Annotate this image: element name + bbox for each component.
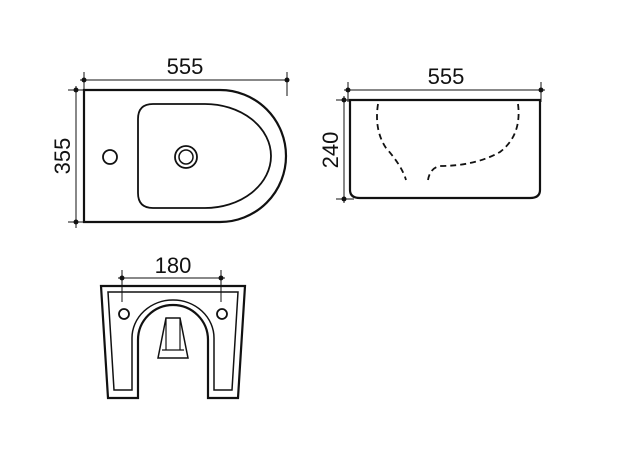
top-view-width-dimension	[80, 72, 290, 96]
back-view-fixing-dimension	[118, 270, 225, 302]
side-view-width-dimension	[344, 82, 545, 102]
top-view: 555 355	[50, 54, 290, 228]
top-view-bowl	[137, 103, 272, 209]
fixing-hole-left	[118, 308, 130, 320]
side-view: 555 240	[318, 64, 545, 203]
back-view-inner-outline	[107, 291, 239, 391]
side-view-hidden-bowl-right	[427, 103, 520, 181]
back-view-outline	[99, 284, 247, 400]
back-view-fixing-label: 180	[155, 253, 192, 278]
side-view-height-dimension	[336, 96, 354, 203]
tap-hole	[102, 149, 118, 165]
back-view: 180	[99, 253, 247, 400]
top-view-depth-label: 355	[50, 138, 75, 175]
top-view-width-label: 555	[167, 54, 204, 79]
side-view-height-label: 240	[318, 132, 343, 169]
side-view-hidden-bowl	[376, 103, 407, 181]
side-view-width-label: 555	[428, 64, 465, 89]
fixing-hole-right	[216, 308, 228, 320]
drain-outlet	[157, 317, 189, 359]
drain-inner-ring	[178, 149, 194, 165]
side-view-outline	[348, 98, 542, 200]
drain-outer-ring	[174, 145, 198, 169]
top-view-depth-dimension	[68, 86, 92, 228]
top-view-outline	[82, 88, 288, 224]
